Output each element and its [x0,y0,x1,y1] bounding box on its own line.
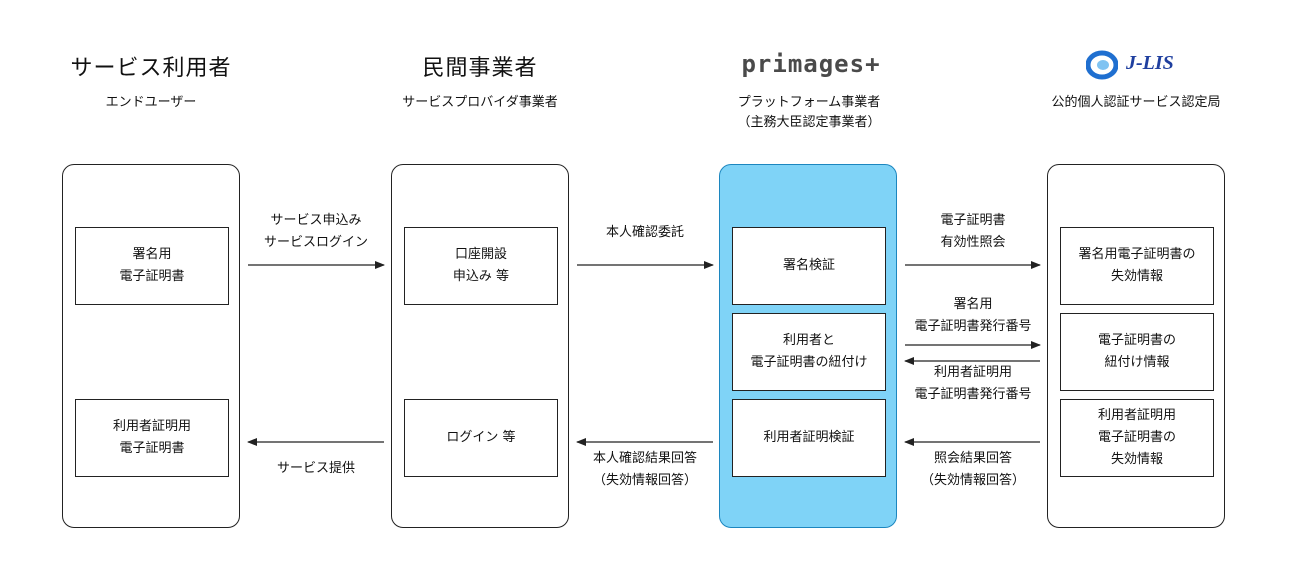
edge-label-identity-delegation: 本人確認委託 [605,225,684,240]
user-certificate-linking-label: 利用者と 電子証明書の紐付け [750,333,868,370]
signature-revocation-label: 署名用電子証明書の 失効情報 [1078,247,1196,284]
user-certificate-box: 利用者証明用 電子証明書 [75,399,229,477]
j-lis-swirl-logo-icon [1086,50,1118,80]
edge-label-service-request: サービス申込み サービスログイン [263,213,368,250]
certificate-linking-info-label: 電子証明書の 紐付け情報 [1097,333,1176,370]
user-column-title: サービス利用者 [70,56,232,81]
signature-certificate-box: 署名用 電子証明書 [75,227,229,305]
jlis-column: 署名用電子証明書の 失効情報 電子証明書の 紐付け情報 利用者証明用 電子証明書… [1047,164,1225,528]
signature-revocation-box: 署名用電子証明書の 失効情報 [1060,227,1214,305]
edge-label-service-provision: サービス提供 [276,461,355,476]
user-verification-box: 利用者証明検証 [732,399,886,477]
signature-verification-box: 署名検証 [732,227,886,305]
edge-label-validity-inquiry: 電子証明書 有効性照会 [940,213,1006,250]
user-verification-label: 利用者証明検証 [763,430,855,445]
certificate-linking-info-box: 電子証明書の 紐付け情報 [1060,313,1214,391]
user-certificate-linking-box: 利用者と 電子証明書の紐付け [732,313,886,391]
platform-column-subtitle: プラットフォーム事業者 （主務大臣認定事業者） [737,95,881,130]
login-box: ログイン 等 [404,399,558,477]
jlis-column-subtitle: 公的個人認証サービス認定局 [1051,95,1221,110]
primages-logo: primages+ [741,50,881,78]
jlis-logo: J-LIS [1086,50,1216,82]
signature-verification-label: 署名検証 [782,258,835,273]
edge-label-signature-serial: 署名用 電子証明書発行番号 [914,297,1032,334]
provider-column: 口座開設 申込み 等 ログイン 等 [391,164,569,528]
account-opening-box: 口座開設 申込み 等 [404,227,558,305]
user-column-subtitle: エンドユーザー [105,95,197,110]
user-certificate-label: 利用者証明用 電子証明書 [112,419,191,456]
edge-label-user-serial: 利用者証明用 電子証明書発行番号 [914,365,1032,402]
jlis-logo-text: J-LIS [1126,52,1174,74]
edge-label-identity-result: 本人確認結果回答 （失効情報回答） [592,451,697,488]
user-revocation-label: 利用者証明用 電子証明書の 失効情報 [1097,408,1176,467]
login-label: ログイン 等 [446,430,516,445]
provider-column-subtitle: サービスプロバイダ事業者 [402,95,558,110]
platform-column: 署名検証 利用者と 電子証明書の紐付け 利用者証明検証 [719,164,897,528]
provider-column-title: 民間事業者 [422,56,538,81]
signature-certificate-label: 署名用 電子証明書 [119,247,185,284]
user-column: 署名用 電子証明書 利用者証明用 電子証明書 [62,164,240,528]
account-opening-label: 口座開設 申込み 等 [452,247,510,284]
user-revocation-box: 利用者証明用 電子証明書の 失効情報 [1060,399,1214,477]
edge-label-inquiry-result: 照会結果回答 （失効情報回答） [920,451,1025,488]
